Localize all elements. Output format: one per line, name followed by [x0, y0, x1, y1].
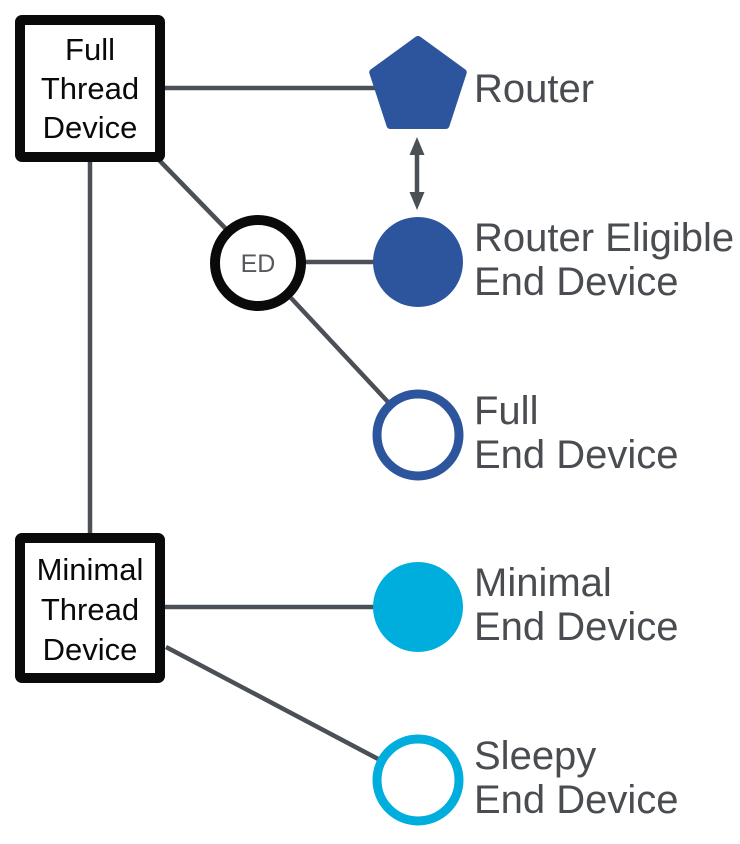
ed-label: ED [241, 250, 276, 278]
minimal-thread-device-label-line3: Device [43, 632, 138, 667]
full-thread-device-box [15, 15, 165, 162]
edge-ed-to-full-end-device [289, 296, 390, 404]
arrow-head-down [409, 192, 425, 210]
sleepy-end-device-label-line1: Sleepy [474, 734, 596, 778]
pentagon-filled-blue-icon [369, 36, 467, 129]
router-eligible-end-device-node: Router Eligible End Device [373, 216, 734, 307]
full-thread-device-label-line2: Thread [41, 71, 139, 106]
router-eligible-end-device-label-line2: End Device [474, 260, 679, 304]
router-node: Router [369, 36, 594, 129]
full-end-device-node: Full End Device [372, 389, 679, 481]
minimal-thread-device-label-line2: Thread [41, 592, 139, 627]
circle-outline-cyan-icon [372, 734, 464, 826]
edge-full-thread-device-to-ed [157, 158, 228, 231]
full-thread-device-label-line3: Device [43, 110, 138, 145]
circle-outline-black-icon [210, 215, 306, 311]
circle-filled-cyan-icon [373, 562, 463, 652]
full-thread-device-label-line1: Full [65, 32, 115, 67]
minimal-thread-device-label-line1: Minimal [37, 552, 144, 587]
minimal-end-device-node: Minimal End Device [373, 561, 679, 652]
ed-node: ED [210, 215, 306, 311]
connector-edges [87, 85, 390, 762]
minimal-end-device-label-line2: End Device [474, 605, 679, 649]
minimal-thread-device-node: Minimal Thread Device [15, 533, 165, 683]
sleepy-end-device-label-line2: End Device [474, 778, 679, 822]
router-eligible-end-device-label-line1: Router Eligible [474, 216, 734, 260]
circle-outline-blue-icon [372, 389, 464, 481]
router-label: Router [474, 67, 594, 111]
sleepy-end-device-node: Sleepy End Device [372, 734, 679, 826]
full-thread-device-node: Full Thread Device [15, 15, 165, 162]
full-end-device-label-line2: End Device [474, 433, 679, 477]
full-end-device-label-line1: Full [474, 389, 538, 433]
minimal-end-device-label-line1: Minimal [474, 561, 612, 605]
arrow-head-up [409, 137, 425, 155]
router-reed-bidirectional-arrow-icon [409, 137, 425, 210]
circle-filled-blue-icon [373, 217, 463, 307]
edge-minimal-thread-device-to-sleepy-end-device [164, 645, 382, 762]
minimal-thread-device-box [15, 533, 165, 683]
